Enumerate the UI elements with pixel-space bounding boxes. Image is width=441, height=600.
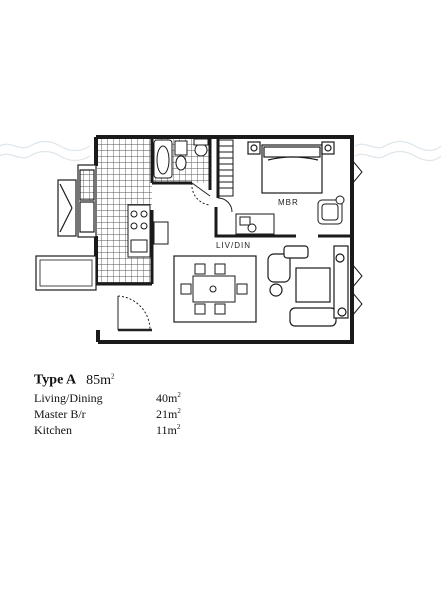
room-area: 40m2 bbox=[156, 391, 181, 405]
left-balcony bbox=[57, 164, 97, 238]
room-name: Kitchen bbox=[34, 423, 72, 437]
room-name: Master B/r bbox=[34, 407, 86, 421]
bedroom-desk bbox=[235, 213, 275, 235]
floor-plan bbox=[0, 135, 441, 344]
unit-type: Type A bbox=[34, 372, 77, 388]
bath-fixtures bbox=[153, 138, 209, 179]
room-area: 11m2 bbox=[156, 423, 181, 437]
bed bbox=[247, 141, 335, 194]
room-area: 21m2 bbox=[156, 407, 181, 421]
inner-walls bbox=[96, 137, 352, 286]
room-row: Kitchen 11m2 bbox=[34, 423, 180, 438]
entry-door bbox=[117, 295, 152, 332]
bath-door bbox=[191, 182, 211, 206]
bedroom-door bbox=[217, 197, 233, 213]
room-label-living: LIV/DIN bbox=[216, 241, 252, 250]
lounge-set bbox=[267, 245, 349, 327]
room-row: Master B/r 21m2 bbox=[34, 407, 181, 422]
dining-set bbox=[180, 263, 248, 315]
room-row: Living/Dining 40m2 bbox=[34, 391, 181, 406]
unit-area: 85m2 bbox=[86, 372, 115, 388]
room-label-mbr: MBR bbox=[278, 198, 299, 207]
windows bbox=[351, 159, 363, 317]
fridge bbox=[153, 221, 169, 245]
background-band bbox=[0, 140, 441, 162]
left-planter bbox=[35, 255, 97, 291]
room-name: Living/Dining bbox=[34, 391, 103, 405]
kitchen-counter bbox=[127, 204, 151, 258]
wardrobe bbox=[218, 139, 234, 197]
unit-type-heading: Type A 85m2 bbox=[34, 372, 115, 389]
bedroom-armchair bbox=[317, 195, 345, 225]
